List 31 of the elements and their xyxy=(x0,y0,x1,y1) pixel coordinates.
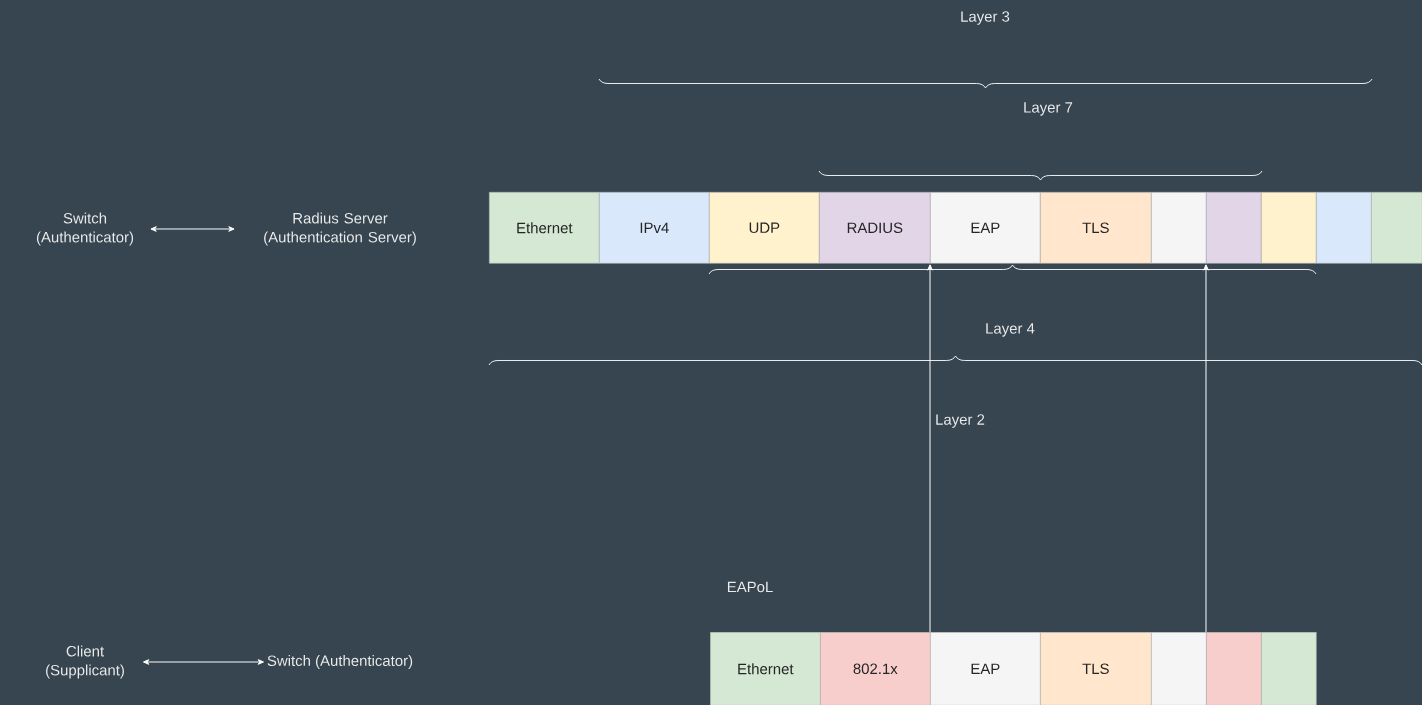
arrow xyxy=(927,264,933,633)
arrow xyxy=(1203,264,1209,633)
empty-cell xyxy=(1261,632,1317,705)
empty-cell xyxy=(1206,192,1262,264)
endpoint-label: Switch (Authenticator) xyxy=(267,655,413,669)
empty-cell xyxy=(1261,192,1317,264)
header-cell: EAP xyxy=(930,192,1041,264)
endpoint-label: Switch (Authenticator) xyxy=(36,212,134,246)
header-cell: TLS xyxy=(1040,192,1152,264)
empty-cell xyxy=(1206,632,1262,705)
layer-label: Layer 2 xyxy=(936,414,985,428)
double-arrow xyxy=(150,226,235,232)
header-cell: IPv4 xyxy=(599,192,710,264)
endpoint-label: Radius Server (Authentication Server) xyxy=(264,212,416,246)
header-cell: 802.1x xyxy=(820,632,931,705)
empty-cell xyxy=(1151,192,1207,264)
header-cell: Ethernet xyxy=(489,192,600,264)
empty-cell xyxy=(1151,632,1207,705)
header-cell: RADIUS xyxy=(819,192,931,264)
header-cell: TLS xyxy=(1040,632,1152,705)
endpoint-label: Client (Supplicant) xyxy=(46,645,124,679)
layer-label: Layer 4 xyxy=(986,323,1035,337)
empty-cell xyxy=(1316,192,1372,264)
header-cell: EAP xyxy=(930,632,1041,705)
header-cell: Ethernet xyxy=(710,632,821,705)
empty-cell xyxy=(1371,192,1422,264)
layer-label: Layer 3 xyxy=(961,11,1010,25)
header-cell: UDP xyxy=(709,192,820,264)
double-arrow xyxy=(142,659,264,665)
protocol-label: EAPoL xyxy=(727,581,773,593)
layer-label: Layer 7 xyxy=(1024,102,1073,116)
